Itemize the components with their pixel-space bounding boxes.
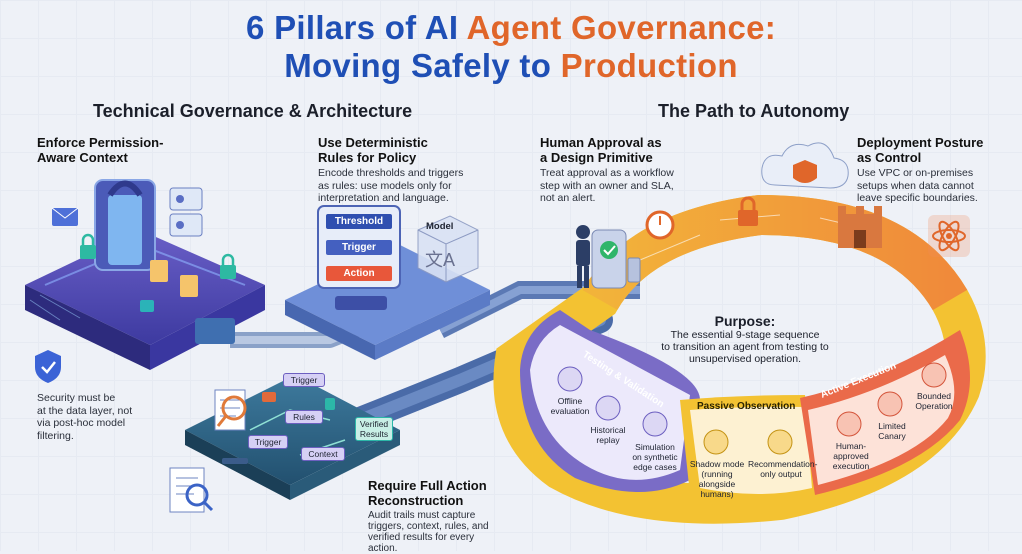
section-title-technical: Technical Governance & Architecture bbox=[93, 101, 413, 121]
approval-gate bbox=[576, 225, 641, 289]
pillar-approval-title: Human Approval as a Design Primitive bbox=[540, 135, 662, 165]
rule-box-threshold: Threshold bbox=[326, 214, 392, 229]
castle-icon bbox=[838, 206, 882, 248]
audit-chip-trigger-left: Trigger bbox=[248, 435, 288, 449]
human-icon bbox=[836, 411, 862, 437]
stage-header-passive: Passive Observation bbox=[697, 401, 795, 412]
permission-platform bbox=[25, 179, 265, 370]
pillar-deploy-body: Use VPC or on-premises setups when data … bbox=[857, 167, 978, 204]
recommendation-icon bbox=[767, 429, 793, 455]
page-title-line2: Moving Safely to Production bbox=[284, 47, 738, 84]
security-shield-icon bbox=[35, 350, 61, 383]
shield-badge-icon bbox=[793, 160, 817, 183]
pillar-rules-body: Encode thresholds and triggers as rules:… bbox=[318, 167, 464, 204]
rules-platform: 文A bbox=[285, 205, 490, 360]
audit-chip-verified: Verified Results bbox=[355, 417, 393, 441]
pillar-audit-title: Require Full Action Reconstruction bbox=[368, 478, 487, 508]
section-title-autonomy: The Path to Autonomy bbox=[658, 101, 850, 121]
lock-icon bbox=[738, 210, 758, 226]
pillar-deploy-title: Deployment Posture as Control bbox=[857, 135, 984, 165]
svg-text:文A: 文A bbox=[425, 250, 455, 270]
pillar-rules-title: Use Deterministic Rules for Policy bbox=[318, 135, 428, 165]
pillar-permission-note: Security must be at the data layer, not … bbox=[37, 392, 133, 442]
audit-chip-rules: Rules bbox=[285, 410, 323, 424]
history-icon bbox=[595, 395, 621, 421]
database-icon bbox=[557, 366, 583, 392]
stage-inner-active bbox=[808, 355, 955, 485]
audit-chip-trigger-top: Trigger bbox=[283, 373, 325, 387]
purpose-block: Purpose: The essential 9-stage sequence … bbox=[645, 313, 845, 365]
pillar-approval-body: Treat approval as a workflow step with a… bbox=[540, 167, 674, 204]
warning-icon bbox=[877, 391, 903, 417]
trend-icon bbox=[921, 362, 947, 388]
pillar-audit-body: Audit trails must capture triggers, cont… bbox=[368, 510, 489, 554]
atom-icon bbox=[928, 215, 970, 257]
simulation-icon bbox=[642, 411, 668, 437]
eye-icon bbox=[703, 429, 729, 455]
model-label: Model bbox=[426, 221, 454, 232]
stage-recommendation-only: Recommendation-only output bbox=[748, 459, 818, 479]
rule-box-action: Action bbox=[326, 266, 392, 281]
purpose-title: Purpose: bbox=[714, 313, 776, 329]
audit-platform bbox=[169, 375, 400, 513]
pillar-permission-title: Enforce Permission- Aware Context bbox=[37, 135, 164, 165]
audit-chip-context: Context bbox=[301, 447, 345, 461]
page-title-line1: 6 Pillars of AI Agent Governance: bbox=[245, 9, 777, 46]
stage-inner-passive bbox=[690, 406, 812, 494]
rule-box-trigger: Trigger bbox=[326, 240, 392, 255]
